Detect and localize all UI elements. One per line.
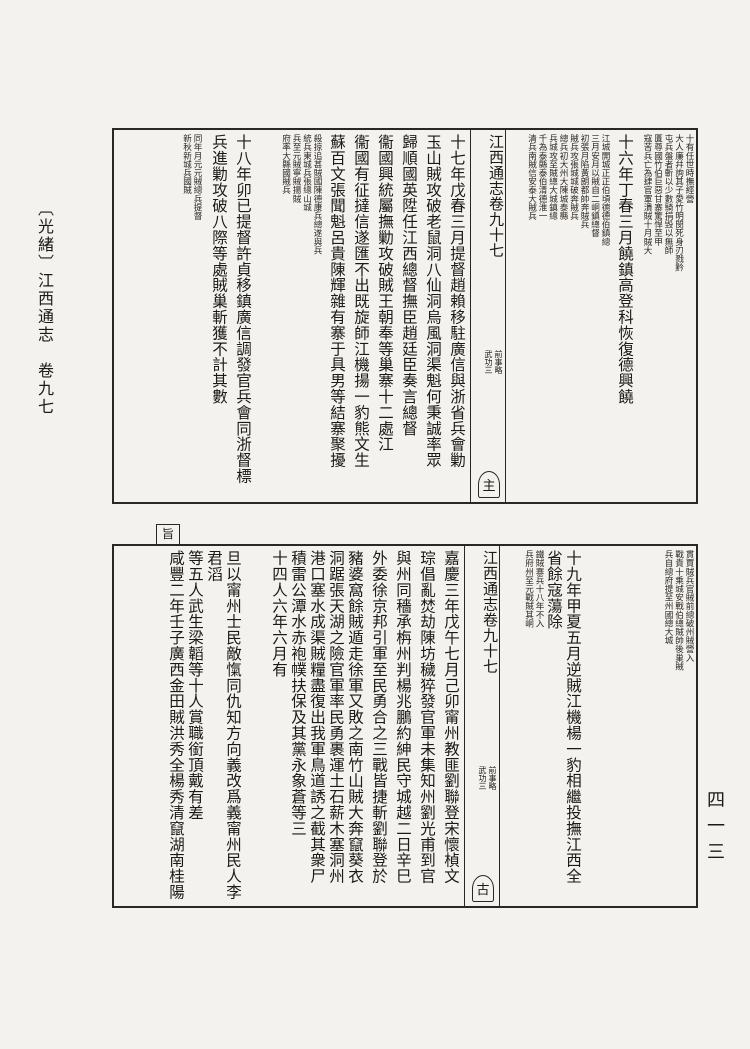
note-line: 三月安月以賊自二峒鎮總督 <box>589 134 600 238</box>
bottom-left-columns: 旦以甯州士民敵愾同仇知方向義改爲義甯州民人李君滔 等五人武生梁韜等十人賞職銜頂戴… <box>162 550 242 902</box>
text-column: 洞踞張天湖之險官軍率民勇裹運土石薪木塞洞州 <box>327 550 345 884</box>
top-notes-end: 同年月元元賊總兵提督 新秋新城兵國賊 <box>142 134 203 498</box>
text-column: 兵進勦攻破八際等處賊巢斬獲不計其數 <box>210 134 228 405</box>
text-column: 與州同穡承栴州判楊兆鵬約紳民守城越二日辛巳 <box>394 550 412 884</box>
note-line: 兵府州至元戰賊其峒 <box>523 550 534 628</box>
note-line: 同年月元元賊總兵提督 <box>192 134 202 220</box>
fish-tail-marker: 古 <box>472 875 494 902</box>
tab-marker: 旨 <box>156 524 180 546</box>
text-column: 旦以甯州士民敵愾同仇知方向義改爲義甯州民人李君滔 <box>205 550 242 900</box>
fish-tail-marker: 主 <box>478 471 500 498</box>
text-column: 十九年甲夏五月逆賊江機楊一豹相繼投撫江西全 <box>564 550 582 884</box>
note-line: 鐵賊寨兵十八年不入 <box>534 550 544 628</box>
note-line: 屯兵盤者斬以少數騎捐毀以無師 <box>663 134 673 255</box>
note-line: 戰貴十乘城安戰伯總賊帥後巢賊 <box>673 550 684 671</box>
note-line: 兵城攻至賊總大城鎮總 <box>547 134 558 220</box>
bottom-text-panel: 貫賈賊兵官賊前總破州賊營入 戰貴十乘城安戰伯總賊帥後巢賊 兵自總府提至州國總大城… <box>112 544 698 908</box>
text-column: 十四人六年六月有 <box>270 550 288 678</box>
band-subtitle: 前事略 <box>488 766 497 790</box>
top-center-band: 江西通志卷九十七 前事略 武功三 主 <box>470 130 506 502</box>
band-title: 江西通志卷九十七 <box>481 550 499 674</box>
text-column: 歸順國英陞任江西總督撫臣趙廷臣奏言總督 <box>400 134 418 437</box>
note-line: 總兵初大州大陳城泰縣 <box>558 134 568 220</box>
text-column: 衞國興統屬撫勦攻破賊王朝奉等巢寨十二處江 <box>376 134 394 452</box>
note-line: 新秋新城兵國賊 <box>181 134 192 195</box>
text-column: 衞國有征撻信遂匯不出既旋師江機揚一豹熊文生 <box>352 134 370 468</box>
bottom-center-band: 江西通志卷九十七 前事略 武功三 古 <box>464 546 500 906</box>
top-text-panel: 十有任世時撫經營 大人廉幷詢其子愛竹明閔死身刃戮黔 屯兵盤者斬以少數騎捐毀以無師… <box>112 128 698 504</box>
text-column: 豬婆窩餘賊遁走徐軍又敗之南竹山賊大奔竄葵衣 <box>346 550 364 884</box>
bottom-text-group: 豬婆窩餘賊遁走徐軍又敗之南竹山賊大奔竄葵衣 洞踞張天湖之險官軍率民勇裹運土石薪木… <box>246 550 364 902</box>
top-notes-middle: 殺掠追甚賊國陳德康兵總遂與兵 統兵東城兵張總山城 兵至元賊寧賊揚賊 府率大縣國賊… <box>254 134 323 498</box>
note-line: 賊兵攻張城城破奔賊兵 <box>568 134 579 220</box>
top-notes-left: 江城開城正正伯頃德德伯鎮總 三月安月以賊自二峒鎮總督 初張月陷黃朗都帥奔賊兵 賊… <box>510 134 611 498</box>
note-line: 江城開城正正伯頃德德伯鎮總 <box>600 134 610 246</box>
note-line: 大人廉幷詢其子愛竹明閔死身刃戮黔 <box>673 134 684 272</box>
top-main-column: 十六年丁春三月饒鎮高登科恢復德興饒 <box>616 134 634 405</box>
bottom-column-group: 十九年甲夏五月逆賊江機楊一豹相繼投撫江西全 省餘寇蕩除 鐵賊寨兵十八年不入 兵府… <box>504 550 583 902</box>
page-number: 四一三 <box>704 790 725 868</box>
text-column: 琮倡亂焚劫陳坊穢猝發官軍未集知州劉光甫到官 <box>418 550 436 884</box>
note-line: 兵至元賊寧賊揚賊 <box>291 134 301 203</box>
note-line: 千為泰縣泰伯清德淮一 <box>537 134 547 220</box>
note-line: 寇苦兵亡為肆官軍潰賊十月賊大 <box>642 134 652 255</box>
band-title: 江西通志卷九十七 <box>487 134 505 258</box>
text-column: 十七年戊春三月提督趙賴移駐廣信與浙省兵會勦 <box>448 134 466 468</box>
top-notes-right: 十有任世時撫經營 大人廉幷詢其子愛竹明閔死身刃戮黔 屯兵盤者斬以少數騎捐毀以無師… <box>636 134 694 498</box>
text-column: 嘉慶三年戊午七月己卯甯州教匪劉聯登宋懷楨文 <box>442 550 460 884</box>
text-column: 咸豐二年壬子廣西金田賊洪秀全楊秀清竄湖南桂陽 <box>167 550 185 900</box>
text-column: 港口塞水成渠賊糧盡復出我軍鳥道誘之截其衆尸 <box>308 550 326 884</box>
text-column: 積雷公潭水赤袍幞扶保及其黨永象蒼等三 <box>289 550 307 837</box>
bottom-small-far-right: 貫賈賊兵官賊前總破州賊營入 戰貴十乘城安戰伯總賊帥後巢賊 兵自總府提至州國總大城 <box>584 550 694 902</box>
note-line: 府率大縣國賊兵 <box>280 134 291 195</box>
text-column: 玉山賊攻破老鼠洞八仙洞烏風洞渠魁何秉誠率眾 <box>424 134 442 468</box>
band-subtitle: 前事略 <box>494 350 503 374</box>
note-line: 殺掠追甚賊國陳德康兵總遂與兵 <box>312 134 322 255</box>
note-line: 統兵東城兵張總山城 <box>301 134 312 212</box>
text-column: 省餘寇蕩除 <box>545 550 563 630</box>
note-line: 貫賈賊兵官賊前總破州賊營入 <box>684 550 694 662</box>
note-line: 匱尊國竹伯巨惡甘寨驚悍至甲 <box>652 134 663 246</box>
text-column: 外委徐京邦引軍至民勇合之三戰皆捷斬劉聯登於 <box>370 550 388 884</box>
band-subtitle: 武功三 <box>478 766 487 790</box>
note-line: 兵自總府提至州國總大城 <box>663 550 673 645</box>
text-column: 蘇百文張聞魁呂貴陳輝雜有寨于具男等結寨聚擾 <box>328 134 346 468</box>
note-line: 清兵南賊信安泰大賊兵 <box>526 134 537 220</box>
text-column: 等五人武生梁韜等十人賞職銜頂戴有差 <box>186 550 204 821</box>
note-line: 十有任世時撫經營 <box>684 134 694 203</box>
band-subtitle: 武功三 <box>484 350 493 374</box>
text-column: 十八年卯已提督許貞移鎮廣信調發官兵會同浙督標 <box>234 134 252 484</box>
note-line: 初張月陷黃朗都帥奔賊兵 <box>579 134 589 229</box>
book-title: 〔光緒〕江西通志 卷九七 <box>35 200 54 416</box>
